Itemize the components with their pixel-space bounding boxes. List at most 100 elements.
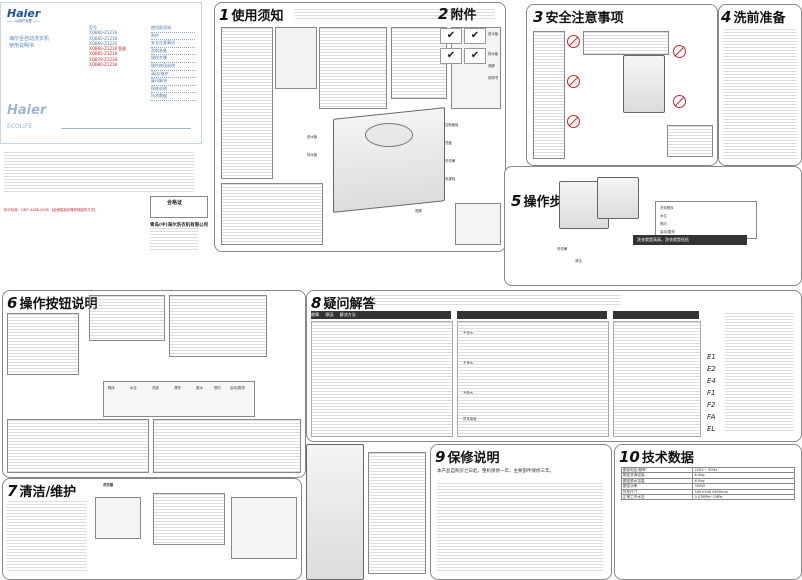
model-label: 型号 [89, 25, 97, 30]
part-label: 底脚 [415, 209, 422, 213]
section-number: 2 [438, 5, 449, 23]
spec-value: 0.03MPa~1MPa [692, 493, 795, 501]
section-number: 1 [219, 6, 230, 24]
panel-label: 洗衣程序 [660, 206, 674, 210]
prohibited-icon [673, 95, 686, 108]
hose-notes [391, 27, 447, 99]
button-notes [153, 419, 301, 473]
prohibited-icon [567, 115, 580, 128]
notes-column [221, 27, 273, 179]
drum-circle [365, 123, 413, 147]
toc-item: 附件 [151, 33, 195, 41]
faq-intro [371, 295, 621, 305]
button-notes [89, 295, 165, 341]
section-number: 10 [619, 448, 640, 466]
company-address [150, 228, 198, 250]
faq-table [613, 321, 701, 437]
accessory-check: ✔ [440, 28, 462, 44]
section-number: 7 [7, 482, 18, 500]
panel-label: 启动/暂停 [660, 230, 675, 234]
faq-header [457, 311, 607, 319]
safety-column [533, 31, 565, 159]
model-list: 型号 XQB60-Z1216 XQB60-Z1218 XQB60-Z1226 X… [89, 25, 149, 105]
accessory-label: 说明书 [488, 76, 499, 80]
button-notes [7, 313, 79, 375]
toc-item: 清洁/维护 [151, 71, 195, 79]
intro-text [295, 9, 495, 21]
washer-drawing [623, 55, 665, 113]
error-code-text [725, 313, 793, 433]
cover-panel: Haier —— 以用户为是 —— 海尔全自动洗衣机 使用说明书 型号 XQB6… [0, 2, 202, 144]
toc-item: 操作步骤 [151, 55, 195, 63]
accessory-check: ✔ [464, 28, 486, 44]
brand-logo: Haier [7, 7, 41, 20]
prep-text [723, 29, 797, 159]
error-code: F1 [707, 389, 716, 397]
standard-note: 执行标准：GB/T 4288-2008 【全面智能化降低耗能的方式】 [4, 208, 98, 212]
faq-symptom: 不脱水 [463, 391, 474, 396]
section-number: 5 [511, 192, 522, 210]
section-number: 9 [435, 448, 446, 466]
subsection-heading: 洗衣桶 [103, 483, 114, 487]
error-code: EL [707, 425, 716, 433]
toc-item: 技术数据 [151, 93, 195, 101]
warranty-text [437, 483, 603, 573]
section-number: 3 [533, 8, 544, 26]
panel-label: 水位 [660, 214, 667, 218]
button-notes [7, 419, 149, 473]
toc-item: 安全注意事项 [151, 40, 195, 48]
prohibited-icon [673, 45, 686, 58]
faq-table [457, 321, 609, 437]
part-label: 排水管 [307, 153, 318, 157]
table-of-contents: 使用前须知 附件 安全注意事项 洗前准备 操作步骤 操作按钮说明 清洁/维护 疑… [151, 25, 195, 101]
accessory-label: 排水管 [488, 52, 499, 56]
company-name: 青岛(中)海尔洗衣机有限公司 [150, 223, 209, 228]
eco-logo: ECOLIFE [7, 123, 33, 130]
faq-header [613, 311, 699, 319]
maintenance-text [7, 501, 87, 573]
toc-item: 疑问解答 [151, 78, 195, 86]
filter-diagram [95, 497, 141, 539]
faq-col-cause: 原因 [325, 312, 334, 317]
error-code: F2 [707, 401, 716, 409]
button-label: 程序 [108, 386, 115, 390]
faq-table [311, 321, 453, 437]
faq-col-symptom: 故障 [311, 312, 319, 317]
accessory-check: ✔ [464, 48, 486, 64]
button-panel-diagram: 程序 水位 洗涤 漂洗 脱水 预约 启动/暂停 [103, 381, 255, 417]
cover-notes [4, 152, 194, 192]
product-subtitle: 使用说明书 [9, 43, 35, 49]
error-code: E2 [707, 365, 716, 373]
maintenance-text [153, 493, 225, 545]
step-label: 洗衣桶 [557, 247, 568, 251]
toc-item: 洗前准备 [151, 48, 195, 56]
model-item: XQB60-Z1216 [89, 30, 118, 36]
prohibited-icon [567, 35, 580, 48]
certificate: 合格证 [150, 196, 208, 218]
part-label: 控制面板 [445, 123, 459, 127]
model-item: XQB60-Z1218 [89, 35, 118, 41]
part-label: 电源线 [445, 177, 456, 181]
button-label: 脱水 [196, 386, 203, 390]
brand-slogan: —— 以用户为是 —— [7, 19, 40, 23]
feet-diagram [455, 203, 501, 245]
step-banner: 洗衣就是高高，洗衣就是低低 [633, 235, 747, 245]
faq-symptom: 不排水 [463, 361, 474, 366]
prohibited-icon [567, 75, 580, 88]
